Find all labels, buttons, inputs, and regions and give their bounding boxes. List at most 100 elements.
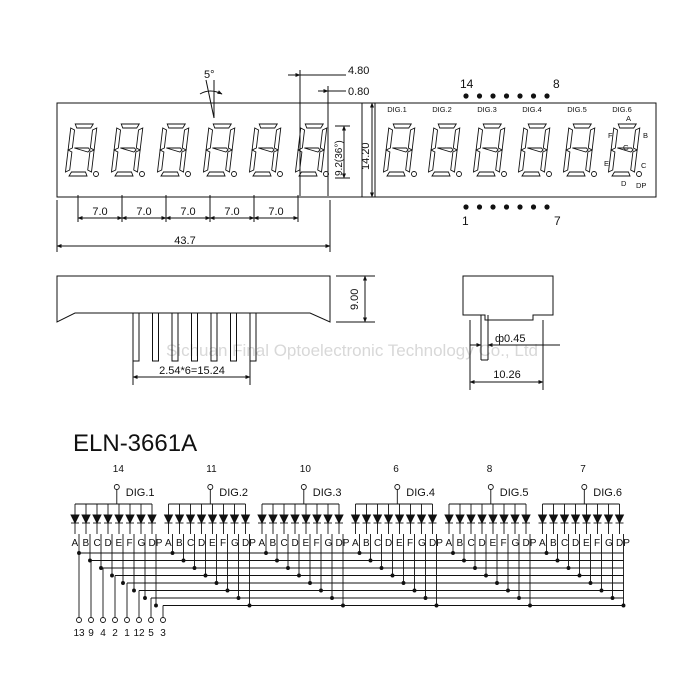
segment-label: D [479, 538, 486, 549]
segment-label: B [83, 538, 90, 549]
common-pin-label: 14 [113, 464, 125, 475]
pin-dot-bottom [503, 204, 510, 210]
segment-pin [76, 617, 82, 623]
common-pin-label: 11 [206, 464, 217, 475]
segment-label: D [385, 538, 392, 549]
front-digit-label: DIG.5 [567, 105, 587, 114]
segment-label: E [116, 538, 123, 549]
segment-label-a: A [626, 114, 631, 123]
segment-pin [100, 617, 106, 623]
display-body-outline-right [374, 102, 657, 198]
segment-pin-label: 2 [112, 628, 118, 639]
dim-pin-diameter: ф0.45 [495, 333, 525, 345]
segment-label-dp: DP [636, 181, 646, 190]
dim-dp-width: 4.80 [348, 65, 369, 77]
segment-pin [88, 617, 94, 623]
segment-label: G [605, 538, 613, 549]
dim-angle: 5° [204, 69, 215, 81]
segment-label: C [561, 538, 568, 549]
segment-label: G [512, 538, 520, 549]
dim-body-height: 14.20 [360, 142, 372, 170]
segment-pin-label: 5 [148, 628, 154, 639]
segment-pin-label: 9 [88, 628, 94, 639]
common-pin [581, 484, 588, 490]
common-pin [207, 484, 214, 490]
dim-pitch-1: 7.0 [92, 206, 107, 218]
segment-label: DP [429, 538, 443, 549]
common-pin-label: 7 [580, 464, 586, 475]
dim-dp-gap: 0.80 [348, 86, 369, 98]
display-body-outline [56, 102, 363, 198]
digit-label: DIG.3 [313, 487, 342, 499]
segment-label: F [220, 538, 226, 549]
segment-label: D [572, 538, 579, 549]
digit-outlines-left [64, 123, 329, 177]
end-view [462, 275, 560, 390]
segment-pin-label: 13 [73, 628, 85, 639]
dim-body-width: 43.7 [174, 235, 195, 247]
segment-label: B [363, 538, 370, 549]
segment-label: E [396, 538, 403, 549]
segment-label: G [418, 538, 426, 549]
digit-label: DIG.5 [500, 487, 529, 499]
pin-dot-top [503, 93, 510, 99]
digit-label: DIG.1 [126, 487, 155, 499]
dim-pitch-4: 7.0 [224, 206, 239, 218]
digit-left-4 [202, 123, 237, 177]
common-pin-label: 8 [487, 464, 493, 475]
pin-dot-bottom [476, 204, 483, 210]
segment-label: F [594, 538, 600, 549]
pin-dot-bottom [530, 204, 537, 210]
dim-side-height: 9.00 [349, 289, 361, 310]
dim-side-width: 10.26 [493, 369, 521, 381]
segment-label: A [72, 538, 79, 549]
front-digit-label: DIG.6 [612, 105, 632, 114]
pin-dot-top [463, 93, 469, 99]
pin-dot-top [476, 93, 483, 99]
front-digit-label: DIG.1 [387, 105, 407, 114]
front-view-dimensioned [56, 70, 378, 252]
front-digit-label: DIG.4 [522, 105, 542, 114]
pin-dot-bottom [490, 204, 496, 210]
segment-label: B [550, 538, 557, 549]
digit-left-5 [248, 123, 283, 177]
part-number: ELN-3661A [73, 430, 197, 457]
segment-label-c: C [641, 161, 647, 170]
dim-pitch-3: 7.0 [180, 206, 195, 218]
pin-dot-top [530, 93, 537, 99]
segment-label: F [407, 538, 413, 549]
segment-label: B [457, 538, 464, 549]
common-pin-label: 6 [393, 464, 399, 475]
pin-label-1: 1 [462, 214, 469, 228]
digit-right-3 [472, 123, 507, 177]
segment-label: E [303, 538, 310, 549]
pin-dot-top [544, 93, 550, 99]
digit-label: DIG.4 [406, 487, 435, 499]
digit-left-2 [110, 123, 145, 177]
segment-label: A [259, 538, 266, 549]
segment-pin-label: 12 [133, 628, 145, 639]
digit-label: DIG.2 [219, 487, 248, 499]
segment-pin [148, 617, 154, 623]
front-digit-label: DIG.2 [432, 105, 452, 114]
common-pin-label: 10 [300, 464, 312, 475]
segment-pin [124, 617, 130, 623]
segment-label: DP [523, 538, 537, 549]
segment-label: C [94, 538, 101, 549]
segment-pin-label: 1 [124, 628, 130, 639]
segment-label: G [231, 538, 239, 549]
segment-label: A [539, 538, 546, 549]
common-pin [113, 484, 120, 490]
digit-left-3 [156, 123, 191, 177]
front-digit-label: DIG.3 [477, 105, 497, 114]
segment-label: E [209, 538, 216, 549]
digit-label: DIG.6 [593, 487, 622, 499]
segment-label: B [270, 538, 277, 549]
digit-right-6 [607, 123, 642, 177]
common-pin [487, 484, 494, 490]
segment-label: C [187, 538, 194, 549]
segment-label: E [583, 538, 590, 549]
segment-label: DP [616, 538, 630, 549]
